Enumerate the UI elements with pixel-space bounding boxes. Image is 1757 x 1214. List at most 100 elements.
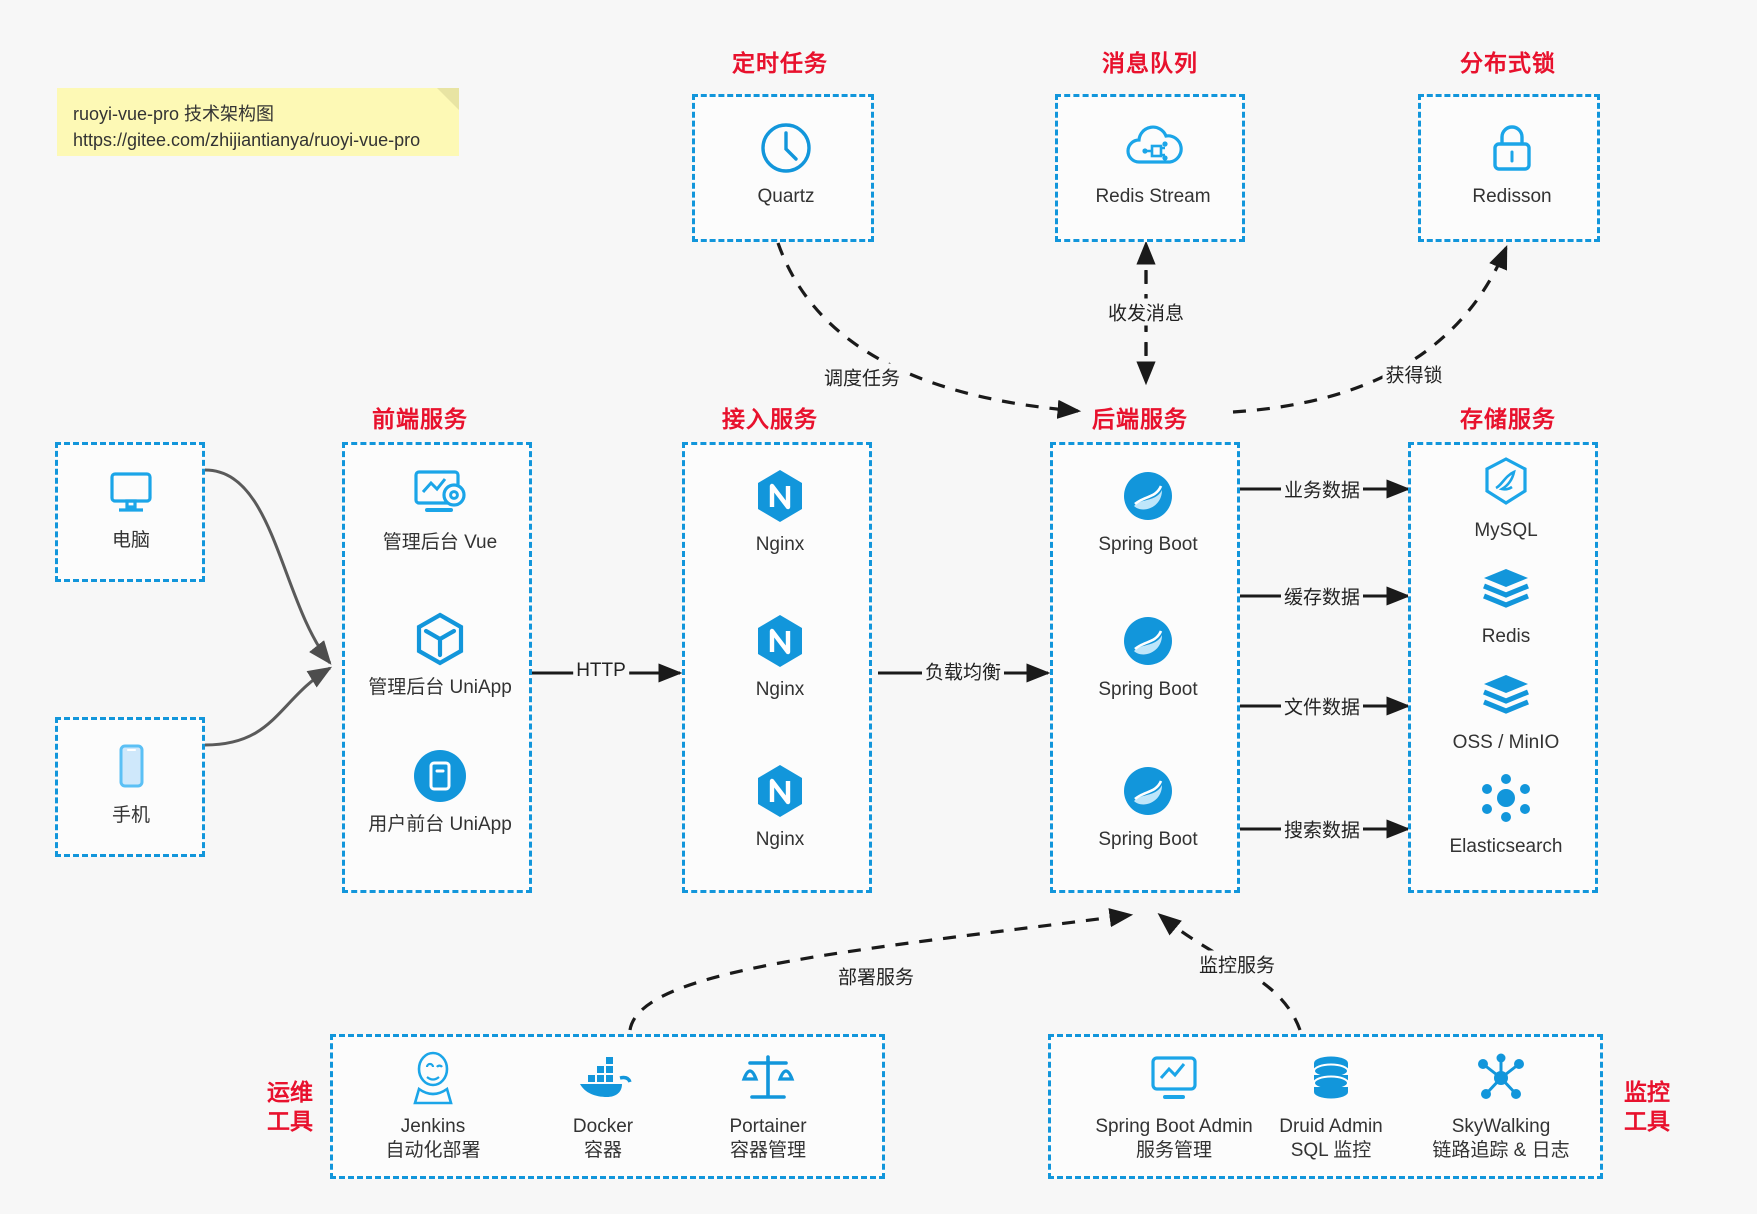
- node-docker[interactable]: Docker 容器: [523, 1047, 683, 1163]
- node-label: Redis Stream: [1095, 186, 1211, 207]
- node-spring-boot-1[interactable]: Spring Boot: [1068, 465, 1228, 557]
- node-label: Quartz: [757, 186, 815, 207]
- node-label: Redis: [1481, 626, 1531, 647]
- node-sublabel: 链路追踪 & 日志: [1432, 1139, 1570, 1161]
- node-redis[interactable]: Redis: [1426, 557, 1586, 649]
- node-label: Redisson: [1472, 186, 1552, 207]
- node-spring-boot-3[interactable]: Spring Boot: [1068, 760, 1228, 852]
- docker-icon: [523, 1047, 683, 1109]
- node-label: 管理后台 Vue: [382, 532, 498, 553]
- group-box-scheduler: Quartz: [692, 94, 874, 242]
- mobile-phone-icon: [51, 736, 211, 798]
- clock-icon: [706, 117, 866, 179]
- edge-label-monitor-service: 监控服务: [1195, 950, 1279, 978]
- node-sublabel: 容器: [583, 1139, 622, 1161]
- node-nginx-2[interactable]: Nginx: [700, 610, 860, 702]
- monitor-title-line-2: 工具: [1624, 1107, 1670, 1134]
- desktop-computer-icon: [51, 461, 211, 523]
- app-window-icon: [360, 745, 520, 807]
- node-label: Nginx: [755, 534, 805, 555]
- group-title-gateway: 接入服务: [722, 406, 818, 432]
- node-label: 管理后台 UniApp: [368, 677, 512, 698]
- edge-label-search-data: 搜索数据: [1280, 815, 1364, 843]
- ops-title-line-1: 运维: [267, 1079, 313, 1105]
- node-label: Spring Boot: [1098, 534, 1198, 555]
- nginx-icon: [700, 610, 860, 672]
- node-jenkins[interactable]: Jenkins 自动化部署: [353, 1047, 513, 1163]
- padlock-icon: [1432, 117, 1592, 179]
- edge-label-http: HTTP: [573, 660, 629, 682]
- edge-label-deploy-service: 部署服务: [834, 962, 918, 990]
- node-elasticsearch[interactable]: Elasticsearch: [1426, 767, 1586, 859]
- database-icon: [1251, 1047, 1411, 1109]
- sticky-note: ruoyi-vue-pro 技术架构图 https://gitee.com/zh…: [57, 88, 459, 156]
- node-label: OSS / MinIO: [1452, 732, 1560, 753]
- dashboard-settings-icon: [360, 463, 520, 525]
- node-spring-boot-admin[interactable]: Spring Boot Admin 服务管理: [1069, 1047, 1279, 1163]
- ops-title-line-2: 工具: [267, 1107, 313, 1134]
- node-label: Elasticsearch: [1449, 836, 1563, 857]
- node-phone[interactable]: 手机: [51, 736, 211, 828]
- node-quartz[interactable]: Quartz: [706, 117, 866, 209]
- group-box-gateway: Nginx Nginx Nginx: [682, 442, 872, 893]
- group-box-lock: Redisson: [1418, 94, 1600, 242]
- group-box-ops: Jenkins 自动化部署 Docker 容器: [330, 1034, 885, 1179]
- cloud-stream-icon: [1073, 117, 1233, 179]
- node-label: Nginx: [755, 829, 805, 850]
- node-admin-uniapp[interactable]: 管理后台 UniApp: [360, 608, 520, 700]
- node-druid-admin[interactable]: Druid Admin SQL 监控: [1251, 1047, 1411, 1163]
- edge-label-send-receive-msg: 收发消息: [1104, 298, 1188, 326]
- oss-minio-icon: [1426, 663, 1586, 725]
- mysql-icon: [1426, 451, 1586, 513]
- note-line-1: ruoyi-vue-pro 技术架构图: [73, 104, 275, 124]
- group-title-backend: 后端服务: [1092, 406, 1188, 432]
- group-box-frontend: 管理后台 Vue 管理后台 UniApp 用户前台 UniApp: [342, 442, 532, 893]
- node-label: 用户前台 UniApp: [368, 814, 512, 835]
- node-nginx-1[interactable]: Nginx: [700, 465, 860, 557]
- group-title-monitor: 监控 工具: [1612, 1078, 1682, 1136]
- node-admin-vue[interactable]: 管理后台 Vue: [360, 463, 520, 555]
- node-spring-boot-2[interactable]: Spring Boot: [1068, 610, 1228, 702]
- node-label: Spring Boot: [1098, 679, 1198, 700]
- hexagon-cube-icon: [360, 608, 520, 670]
- node-portainer[interactable]: Portainer 容器管理: [688, 1047, 848, 1163]
- skywalking-icon: [1401, 1047, 1601, 1109]
- node-label: Spring Boot Admin: [1095, 1116, 1253, 1137]
- node-mysql[interactable]: MySQL: [1426, 451, 1586, 543]
- group-box-backend: Spring Boot Spring Boot Spring Boot: [1050, 442, 1240, 893]
- node-redisson[interactable]: Redisson: [1432, 117, 1592, 209]
- node-oss-minio[interactable]: OSS / MinIO: [1426, 663, 1586, 755]
- nginx-icon: [700, 465, 860, 527]
- node-skywalking[interactable]: SkyWalking 链路追踪 & 日志: [1401, 1047, 1601, 1163]
- edge-label-schedule-task: 调度任务: [820, 363, 904, 391]
- node-nginx-3[interactable]: Nginx: [700, 760, 860, 852]
- node-label: Portainer: [729, 1116, 807, 1137]
- group-title-lock: 分布式锁: [1460, 50, 1556, 76]
- edge-label-file-data: 文件数据: [1280, 692, 1364, 720]
- group-box-monitor: Spring Boot Admin 服务管理 Druid Admi: [1048, 1034, 1603, 1179]
- edge-label-acquire-lock: 获得锁: [1382, 360, 1446, 388]
- group-title-frontend: 前端服务: [372, 406, 468, 432]
- device-box-phone: 手机: [55, 717, 205, 857]
- node-computer[interactable]: 电脑: [51, 461, 211, 553]
- node-label: SkyWalking: [1451, 1116, 1551, 1137]
- group-box-mq: Redis Stream: [1055, 94, 1245, 242]
- group-title-mq: 消息队列: [1102, 50, 1198, 76]
- spring-boot-icon: [1068, 760, 1228, 822]
- monitor-chart-icon: [1069, 1047, 1279, 1109]
- group-title-ops: 运维 工具: [255, 1078, 325, 1136]
- edge-label-cache-data: 缓存数据: [1280, 582, 1364, 610]
- group-title-storage: 存储服务: [1460, 406, 1556, 432]
- scales-icon: [688, 1047, 848, 1109]
- node-user-uniapp[interactable]: 用户前台 UniApp: [360, 745, 520, 837]
- monitor-title-line-1: 监控: [1624, 1079, 1670, 1105]
- group-title-scheduler: 定时任务: [732, 50, 828, 76]
- note-fold-corner: [437, 88, 459, 110]
- node-redis-stream[interactable]: Redis Stream: [1073, 117, 1233, 209]
- group-box-storage: MySQL Redis OSS / MinIO: [1408, 442, 1598, 893]
- spring-boot-icon: [1068, 465, 1228, 527]
- spring-boot-icon: [1068, 610, 1228, 672]
- edge-label-business-data: 业务数据: [1280, 475, 1364, 503]
- node-label: Nginx: [755, 679, 805, 700]
